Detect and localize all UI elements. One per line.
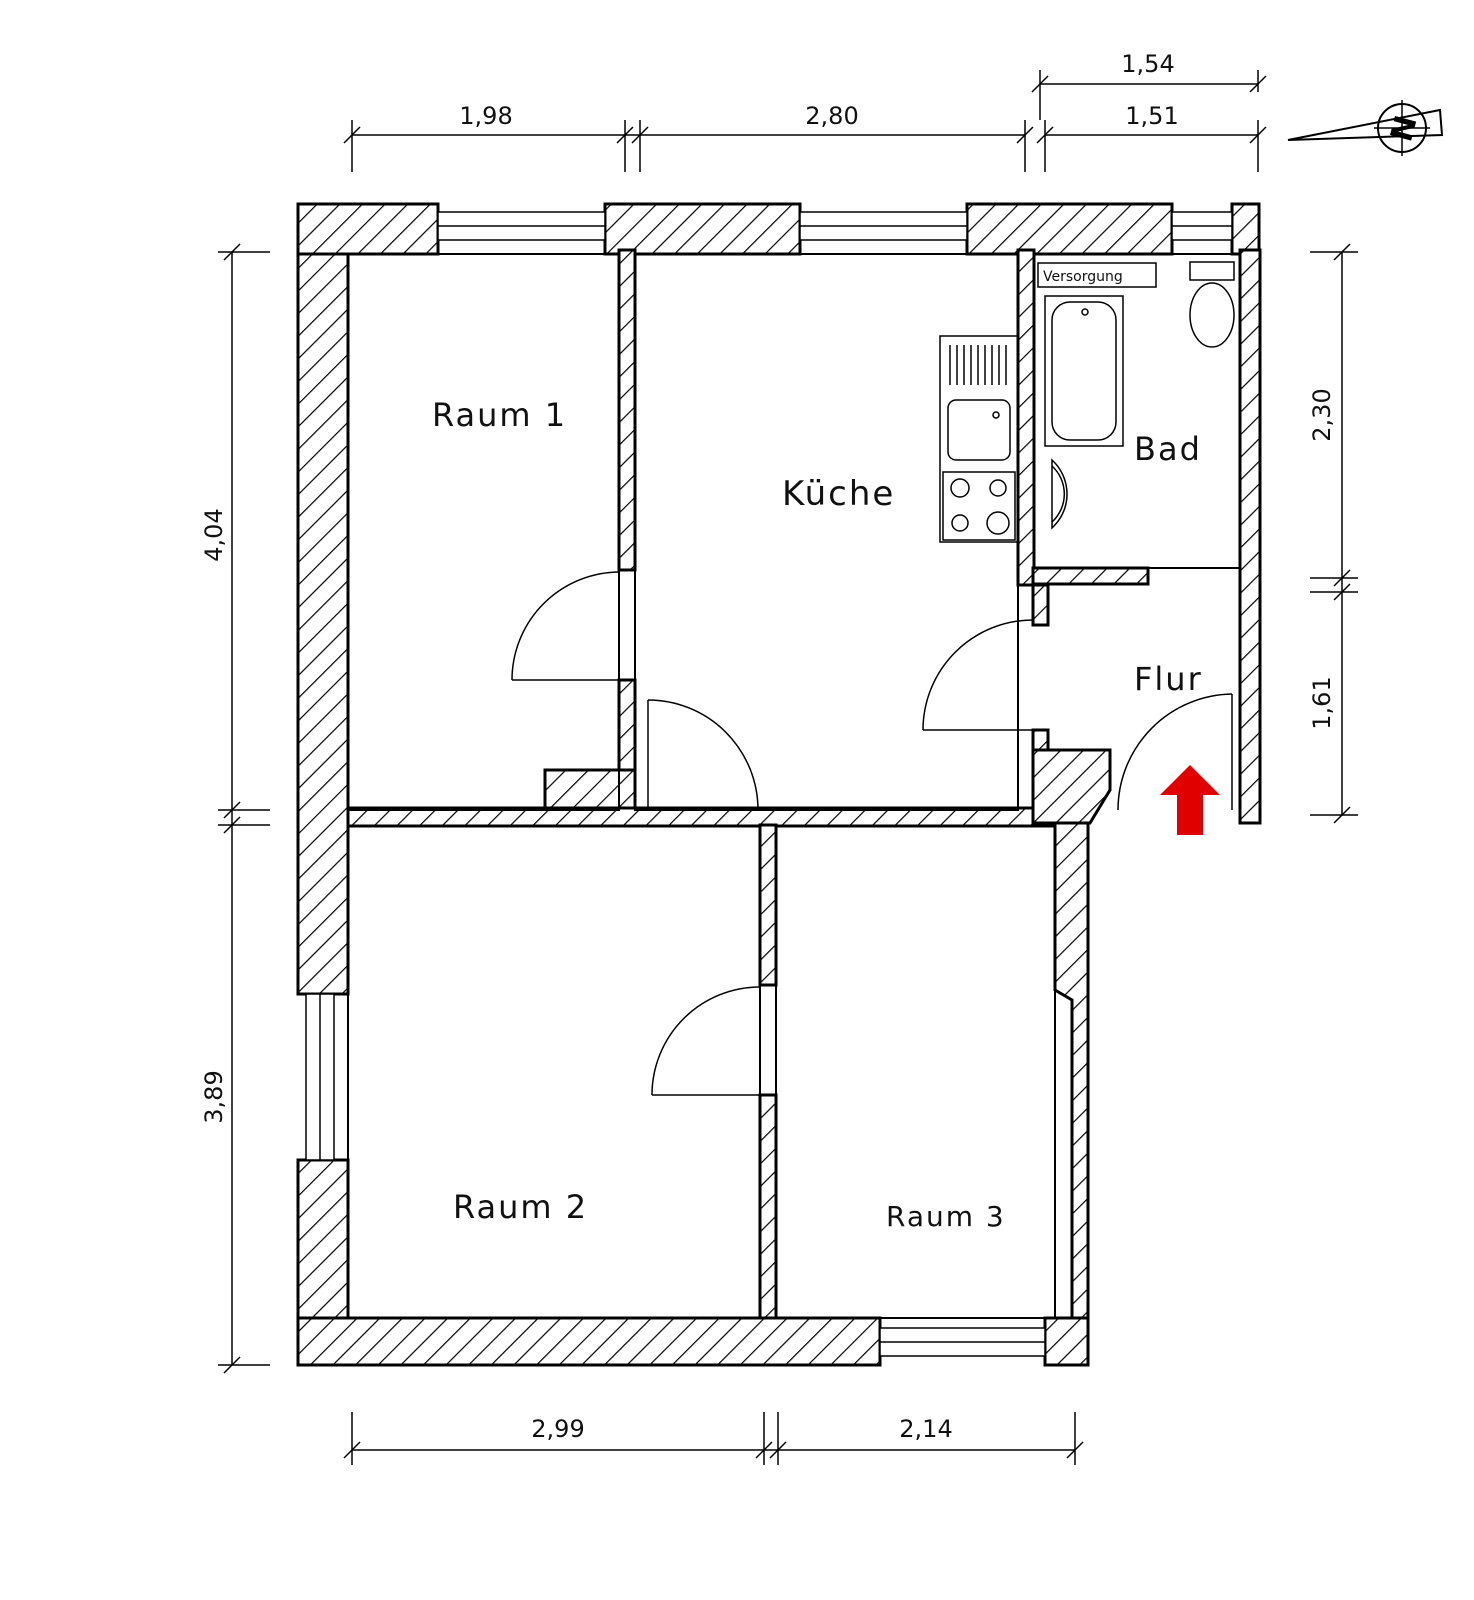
wall-top-2 [603,202,802,256]
dim-top-2: 2,80 [805,102,858,130]
label-raum3: Raum 3 [886,1200,1006,1233]
wall-flur-left-upper [1031,583,1050,627]
wall-top-3 [965,202,1174,256]
dim-left-upper: 4,04 [200,508,228,561]
label-raum1: Raum 1 [432,396,567,434]
doors [511,571,1233,1096]
bathtub-icon [1044,295,1124,447]
wall-raum1-kueche-upper [617,248,637,572]
versorgung-label: Versorgung [1043,269,1123,285]
dim-bottom-2: 2,14 [899,1415,952,1443]
label-flur: Flur [1134,660,1203,698]
dim-right-upper: 2,30 [1308,388,1336,441]
windows [305,211,1233,1357]
stove-icon [942,471,1016,541]
toilet-icon [1189,282,1235,348]
walls [296,202,1262,1367]
versorgung-box [1037,262,1157,288]
wall-bottom-2 [1043,1316,1090,1367]
wall-flur-corner [1031,748,1112,825]
wall-top-4 [1230,202,1261,256]
dim-top-1: 1,98 [459,102,512,130]
bath-fixtures: Versorgung [1037,261,1235,530]
dim-top-overall: 1,54 [1121,50,1174,78]
label-raum2: Raum 2 [453,1188,588,1226]
wall-bad-right [1238,248,1262,825]
wall-raum2-raum3-upper [758,823,778,987]
wall-top-1 [296,202,440,256]
wall-kueche-bad [1016,248,1036,587]
wall-left-upper [296,202,350,996]
dim-top-3: 1,51 [1125,102,1178,130]
dimension-lines: 1,98 2,80 1,51 1,54 4,04 3,89 2,30 1,61 [200,50,1358,1465]
entrance-arrow-icon [1160,765,1220,835]
wall-flur-left-lower [1031,728,1050,752]
wall-raum2-raum3-lower [758,1093,778,1327]
label-kueche: Küche [782,474,895,514]
dim-left-lower: 3,89 [200,1070,228,1123]
washbasin-icon [1051,458,1068,530]
dim-bottom-1: 2,99 [531,1415,584,1443]
dim-right-lower: 1,61 [1308,676,1336,729]
kitchen-fixtures [939,335,1019,543]
drainboard [949,345,1007,385]
room-labels: Raum 1 Küche Bad Flur Raum 2 Raum 3 [432,396,1203,1233]
label-bad: Bad [1134,430,1202,468]
wall-bad-flur [1031,566,1150,586]
kitchen-counter [939,335,1019,543]
kitchen-sink-icon [947,399,1011,461]
north-compass-icon: N [1287,100,1444,156]
wall-bottom-1 [296,1316,882,1367]
